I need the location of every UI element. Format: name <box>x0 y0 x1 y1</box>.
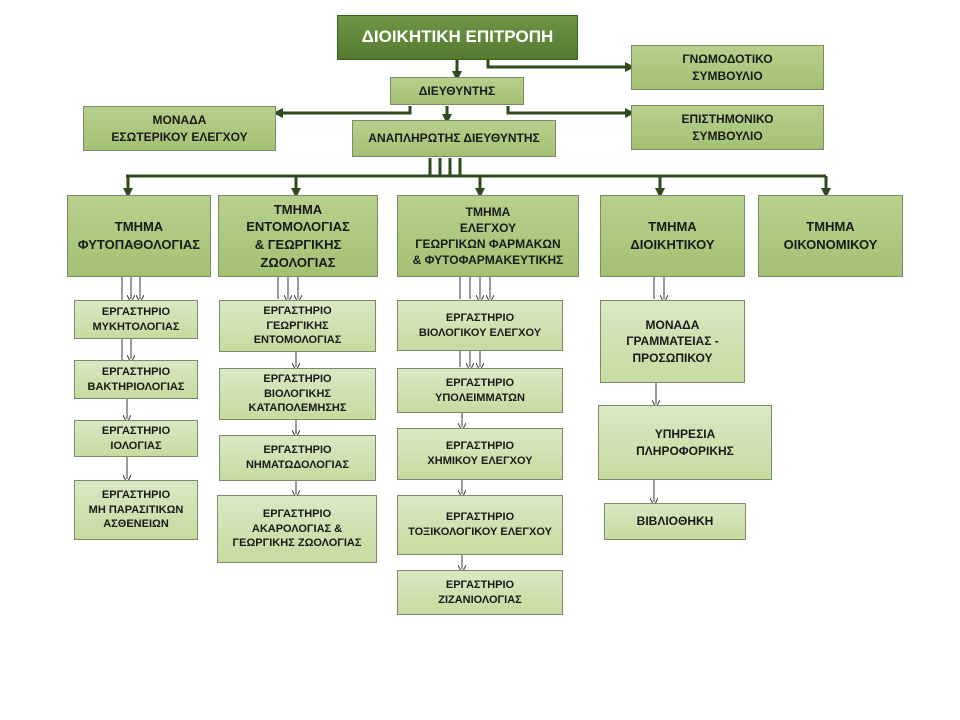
node-lab-agri-entomology: ΕΡΓΑΣΤΗΡΙΟ ΓΕΩΡΓΙΚΗΣ ΕΝΤΟΜΟΛΟΓΙΑΣ <box>219 300 376 352</box>
node-lab-nematology: ΕΡΓΑΣΤΗΡΙΟ ΝΗΜΑΤΩΔΟΛΟΓΙΑΣ <box>219 435 376 481</box>
node-lab-acarology: ΕΡΓΑΣΤΗΡΙΟ ΑΚΑΡΟΛΟΓΙΑΣ & ΓΕΩΡΓΙΚΗΣ ΖΩΟΛΟ… <box>217 495 377 563</box>
director-to-scientific-connector <box>506 106 635 118</box>
node-deputy-director: ΑΝΑΠΛΗΡΩΤΗΣ ΔΙΕΥΘΥΝΤΗΣ <box>352 120 556 157</box>
node-it-service: ΥΠΗΡΕΣΙΑ ΠΛΗΡΟΦΟΡΙΚΗΣ <box>598 405 772 480</box>
node-advisory-council: ΓΝΩΜΟΔΟΤΙΚΟ ΣΥΜΒΟΥΛΙΟ <box>631 45 824 90</box>
node-library: ΒΙΒΛΙΟΘΗΚΗ <box>604 503 746 540</box>
node-lab-biological-control: ΕΡΓΑΣΤΗΡΙΟ ΒΙΟΛΟΓΙΚΟΥ ΕΛΕΓΧΟΥ <box>397 300 563 351</box>
node-lab-virology: ΕΡΓΑΣΤΗΡΙΟ ΙΟΛΟΓΙΑΣ <box>74 420 198 457</box>
node-board: ΔΙΟΙΚΗΤΙΚΗ ΕΠΙΤΡΟΠΗ <box>337 15 578 60</box>
node-lab-mycology: ΕΡΓΑΣΤΗΡΙΟ ΜΥΚΗΤΟΛΟΓΙΑΣ <box>74 300 198 339</box>
node-lab-chemical: ΕΡΓΑΣΤΗΡΙΟ ΧΗΜΙΚΟΥ ΕΛΕΓΧΟΥ <box>397 428 563 480</box>
node-dept-pesticides: ΤΜΗΜΑ ΕΛΕΓΧΟΥ ΓΕΩΡΓΙΚΩΝ ΦΑΡΜΑΚΩΝ & ΦΥΤΟΦ… <box>397 195 579 277</box>
node-lab-bacteriology: ΕΡΓΑΣΤΗΡΙΟ ΒΑΚΤΗΡΙΟΛΟΓΙΑΣ <box>74 360 198 399</box>
node-lab-nonparasitic: ΕΡΓΑΣΤΗΡΙΟ ΜΗ ΠΑΡΑΣΙΤΙΚΩΝ ΑΣΘΕΝΕΙΩΝ <box>74 480 198 540</box>
node-dept-phytopathology: ΤΜΗΜΑ ΦΥΤΟΠΑΘΟΛΟΓΙΑΣ <box>67 195 211 277</box>
node-lab-weed: ΕΡΓΑΣΤΗΡΙΟ ΖΙΖΑΝΙΟΛΟΓΙΑΣ <box>397 570 563 615</box>
node-director: ΔΙΕΥΘΥΝΤΗΣ <box>390 77 524 105</box>
node-dept-administrative: ΤΜΗΜΑ ΔΙΟΙΚΗΤΙΚΟΥ <box>600 195 745 277</box>
director-to-internal-audit-connector <box>273 106 412 118</box>
node-dept-financial: ΤΜΗΜΑ ΟΙΚΟΝΟΜΙΚΟΥ <box>758 195 903 277</box>
node-lab-toxicology: ΕΡΓΑΣΤΗΡΙΟ ΤΟΞΙΚΟΛΟΓΙΚΟΥ ΕΛΕΓΧΟΥ <box>397 495 563 555</box>
node-internal-audit: ΜΟΝΑΔΑ ΕΣΩΤΕΡΙΚΟΥ ΕΛΕΓΧΟΥ <box>83 106 276 151</box>
node-lab-residues: ΕΡΓΑΣΤΗΡΙΟ ΥΠΟΛΕΙΜΜΑΤΩΝ <box>397 368 563 413</box>
board-to-advisory-connector <box>486 60 635 72</box>
node-scientific-council: ΕΠΙΣΤΗΜΟΝΙΚΟ ΣΥΜΒΟΥΛΙΟ <box>631 105 824 150</box>
node-lab-biocontrol: ΕΡΓΑΣΤΗΡΙΟ ΒΙΟΛΟΓΙΚΗΣ ΚΑΤΑΠΟΛΕΜΗΣΗΣ <box>219 368 376 420</box>
node-dept-entomology: ΤΜΗΜΑ ΕΝΤΟΜΟΛΟΓΙΑΣ & ΓΕΩΡΓΙΚΗΣ ΖΩΟΛΟΓΙΑΣ <box>218 195 378 277</box>
node-unit-secretariat: ΜΟΝΑΔΑ ΓΡΑΜΜΑΤΕΙΑΣ - ΠΡΟΣΩΠΙΚΟΥ <box>600 300 745 383</box>
